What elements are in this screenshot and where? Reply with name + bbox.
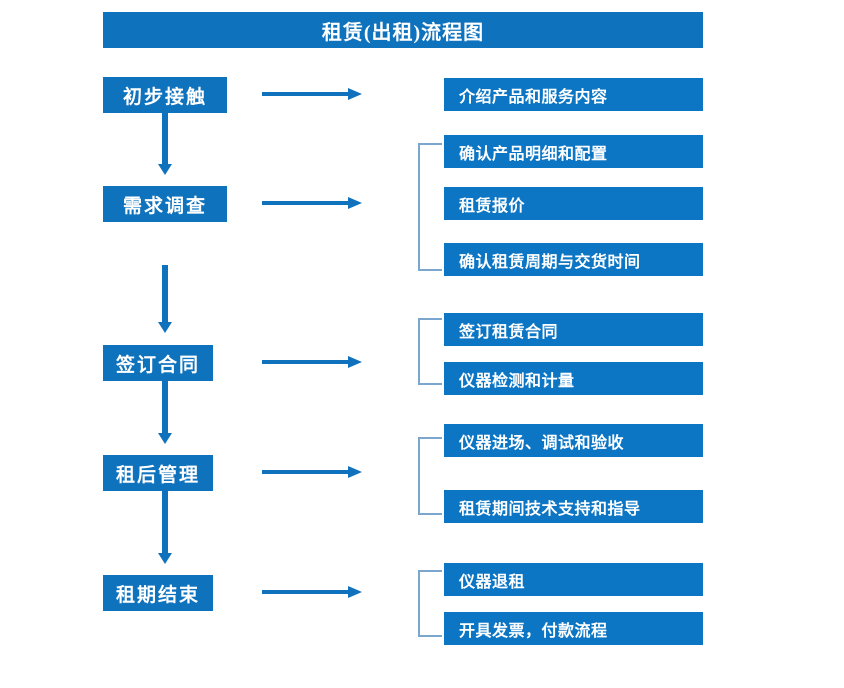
down-arrow-1 xyxy=(158,113,172,175)
stage-box-1[interactable]: 初步接触 xyxy=(103,77,227,113)
arrow-shaft xyxy=(262,92,350,96)
stage-box-2[interactable]: 需求调查 xyxy=(103,186,227,222)
detail-box-5-1[interactable]: 仪器退租 xyxy=(444,563,703,596)
stage-box-5[interactable]: 租期结束 xyxy=(103,575,213,611)
right-arrow-4 xyxy=(262,466,364,478)
down-arrow-4 xyxy=(158,491,172,564)
detail-box-4-1[interactable]: 仪器进场、调试和验收 xyxy=(444,424,703,457)
stage-box-4[interactable]: 租后管理 xyxy=(103,455,213,491)
detail-box-3-2[interactable]: 仪器检测和计量 xyxy=(444,362,703,395)
arrow-head xyxy=(158,553,172,564)
detail-box-3-1[interactable]: 签订租赁合同 xyxy=(444,313,703,346)
arrow-head xyxy=(158,433,172,444)
group-bracket-3 xyxy=(418,318,442,385)
detail-box-2-1[interactable]: 确认产品明细和配置 xyxy=(444,135,703,168)
detail-box-5-2[interactable]: 开具发票，付款流程 xyxy=(444,612,703,645)
arrow-shaft xyxy=(262,470,350,474)
arrow-shaft xyxy=(162,491,168,553)
stage-box-3[interactable]: 签订合同 xyxy=(103,345,213,381)
arrow-shaft xyxy=(162,265,168,322)
detail-box-1-1[interactable]: 介绍产品和服务内容 xyxy=(444,78,703,111)
page-title: 租赁(出租)流程图 xyxy=(103,12,703,48)
arrow-head xyxy=(348,356,362,368)
arrow-head xyxy=(158,164,172,175)
detail-box-4-2[interactable]: 租赁期间技术支持和指导 xyxy=(444,490,703,523)
right-arrow-2 xyxy=(262,197,364,209)
group-bracket-4 xyxy=(418,437,442,515)
arrow-shaft xyxy=(262,360,350,364)
arrow-head xyxy=(348,197,362,209)
arrow-shaft xyxy=(162,381,168,433)
arrow-shaft xyxy=(262,201,350,205)
down-arrow-2 xyxy=(158,265,172,333)
arrow-head xyxy=(348,466,362,478)
arrow-shaft xyxy=(262,590,350,594)
group-bracket-2 xyxy=(418,143,442,271)
detail-box-2-2[interactable]: 租赁报价 xyxy=(444,187,703,220)
arrow-head xyxy=(348,586,362,598)
group-bracket-5 xyxy=(418,570,442,637)
arrow-head xyxy=(158,322,172,333)
detail-box-2-3[interactable]: 确认租赁周期与交货时间 xyxy=(444,243,703,276)
down-arrow-3 xyxy=(158,381,172,444)
right-arrow-1 xyxy=(262,88,364,100)
right-arrow-5 xyxy=(262,586,364,598)
arrow-shaft xyxy=(162,113,168,164)
right-arrow-3 xyxy=(262,356,364,368)
arrow-head xyxy=(348,88,362,100)
